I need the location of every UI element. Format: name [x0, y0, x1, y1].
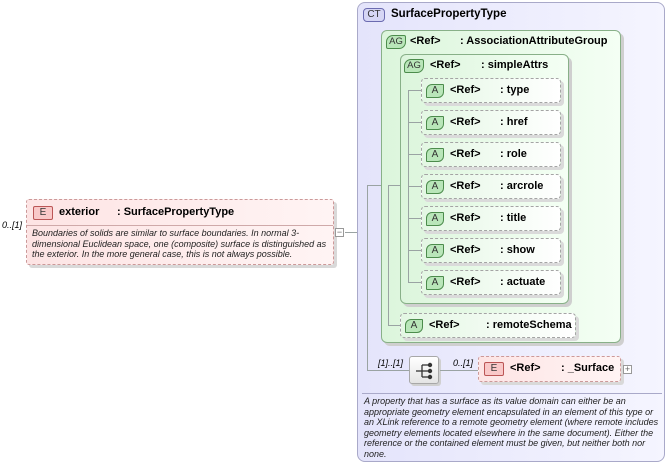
element-badge-icon: E: [33, 206, 53, 220]
attribute-name: : title: [500, 212, 527, 224]
attribute-badge-icon: A: [405, 319, 423, 333]
attribute-remoteschema[interactable]: A <Ref> : remoteSchema: [400, 313, 576, 338]
attribute-badge-icon: A: [426, 212, 444, 226]
ag-ref: <Ref>: [410, 35, 441, 47]
attribute-ref: <Ref>: [450, 84, 481, 96]
ag-inner-badge-icon: AG: [404, 59, 424, 73]
attribute-ref: <Ref>: [429, 319, 460, 331]
element-documentation: Boundaries of solids are similar to surf…: [32, 228, 327, 259]
ag-branch-inner: [388, 185, 400, 186]
attribute-arcrole[interactable]: A <Ref> : arcrole: [421, 174, 561, 199]
element-name: exterior: [59, 206, 100, 218]
ct-branch-seq: [367, 370, 409, 371]
attribute-role[interactable]: A <Ref> : role: [421, 142, 561, 167]
ag-branch-remote: [388, 325, 400, 326]
attribute-ref: <Ref>: [450, 116, 481, 128]
seq-connector: [440, 370, 478, 371]
attribute-name: : remoteSchema: [486, 319, 572, 331]
surface-badge-icon: E: [484, 362, 504, 376]
ag-inner-ref: <Ref>: [430, 59, 461, 71]
sequence-compositor[interactable]: [409, 356, 439, 384]
attribute-badge-icon: A: [426, 276, 444, 290]
attribute-ref: <Ref>: [450, 148, 481, 160]
surface-name: : _Surface: [561, 362, 615, 374]
attribute-ref: <Ref>: [450, 244, 481, 256]
element-divider: [27, 225, 333, 226]
attribute-ref: <Ref>: [450, 212, 481, 224]
attribute-actuate[interactable]: A <Ref> : actuate: [421, 270, 561, 295]
complex-type-documentation: A property that has a surface as its val…: [364, 396, 659, 459]
attr-branch: [408, 186, 422, 187]
surface-cardinality: 0..[1]: [453, 358, 474, 368]
attribute-ref: <Ref>: [450, 276, 481, 288]
attr-branch: [408, 122, 422, 123]
surface-ref: <Ref>: [510, 362, 541, 374]
sequence-icon: [416, 362, 433, 380]
sequence-cardinality: [1]..[1]: [378, 358, 404, 368]
element-type: : SurfacePropertyType: [117, 206, 235, 218]
collapse-button[interactable]: −: [335, 227, 344, 237]
attribute-badge-icon: A: [426, 84, 444, 98]
ct-vertical-connector: [367, 185, 368, 370]
attr-branch: [408, 282, 422, 283]
attr-branch: [408, 218, 422, 219]
attribute-show[interactable]: A <Ref> : show: [421, 238, 561, 263]
ag-vertical-connector: [388, 185, 389, 325]
complex-type-badge-icon: CT: [363, 8, 385, 22]
expand-button[interactable]: +: [623, 364, 632, 374]
attribute-name: : actuate: [500, 276, 546, 288]
element-cardinality: 0..[1]: [2, 220, 23, 230]
ag-badge-icon: AG: [386, 35, 406, 49]
attribute-badge-icon: A: [426, 148, 444, 162]
ct-doc-divider: [362, 393, 662, 394]
attribute-badge-icon: A: [426, 116, 444, 130]
attr-branch: [408, 250, 422, 251]
attribute-type[interactable]: A <Ref> : type: [421, 78, 561, 103]
connector-line: [345, 232, 367, 233]
attr-branch: [408, 154, 422, 155]
attribute-name: : show: [500, 244, 535, 256]
ct-branch-ag: [367, 185, 381, 186]
attribute-badge-icon: A: [426, 180, 444, 194]
complex-type-name: SurfacePropertyType: [391, 8, 507, 20]
ag-inner-name: : simpleAttrs: [481, 59, 549, 71]
attribute-badge-icon: A: [426, 244, 444, 258]
attribute-name: : arcrole: [500, 180, 544, 192]
attribute-ref: <Ref>: [450, 180, 481, 192]
attribute-name: : role: [500, 148, 527, 160]
attr-branch: [408, 90, 422, 91]
ag-name: : AssociationAttributeGroup: [460, 35, 608, 47]
attribute-name: : href: [500, 116, 528, 128]
surface-element[interactable]: E <Ref> : _Surface: [478, 356, 621, 382]
attribute-name: : type: [500, 84, 530, 96]
exterior-element-box[interactable]: E exterior : SurfacePropertyType Boundar…: [26, 199, 334, 265]
attribute-href[interactable]: A <Ref> : href: [421, 110, 561, 135]
attribute-title[interactable]: A <Ref> : title: [421, 206, 561, 231]
